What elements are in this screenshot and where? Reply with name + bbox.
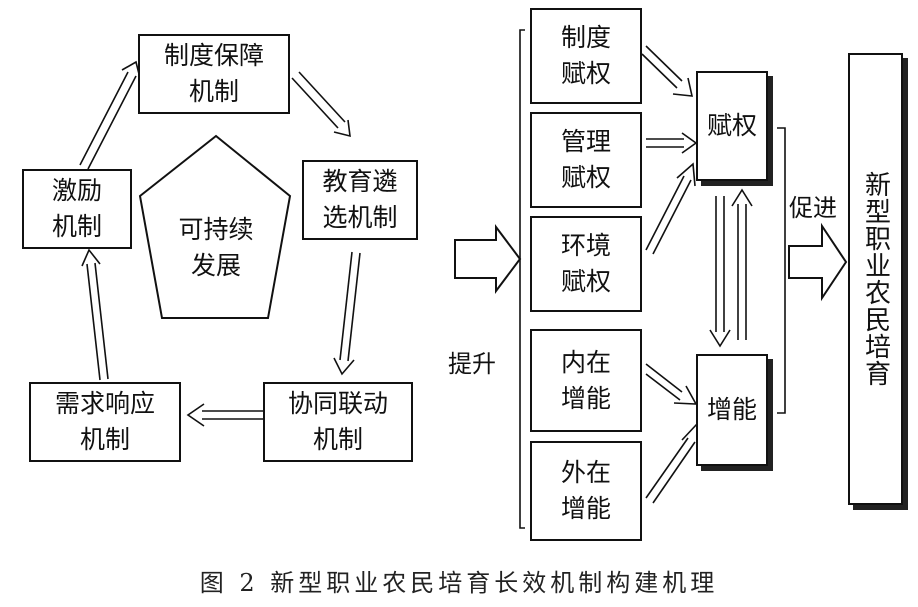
sustainable-development-pentagon [138,134,292,319]
upgrade-label: 提升 [448,350,496,378]
management-empowerment-box: 管理 赋权 [530,112,642,208]
right-bracket [777,127,786,414]
arrow-empower-to-capacity [709,196,731,348]
upgrade-block-arrow [454,224,522,294]
arrow-guarantee-to-education [291,71,351,138]
incentive-mechanism-box: 激励 机制 [22,169,132,249]
demand-response-mechanism-box: 需求响应 机制 [29,382,181,462]
sustainable-development-label: 可持续 发展 [178,215,254,280]
system-guarantee-mechanism-box: 制度保障 机制 [138,34,290,114]
left-bracket [519,29,525,529]
arrow-coordination-to-demand [186,403,264,427]
arrow-capacity-to-empower [731,188,753,340]
arrow-institutional-to-empower [641,45,694,97]
arrow-internal-to-capacity [645,363,698,405]
arrow-demand-to-incentive [81,248,109,381]
figure-caption: 图 2 新型职业农民培育长效机制构建机理 [199,569,719,597]
arrow-incentive-to-guarantee [79,60,141,170]
new-professional-farmer-cultivation-box: 新型职业农民培育 [848,53,903,505]
environment-empowerment-box: 环境 赋权 [530,216,642,312]
empowerment-result-box: 赋权 [696,71,768,181]
external-capacity-box: 外在 增能 [530,441,642,541]
promote-label: 促进 [789,194,837,222]
capacity-result-box: 增能 [696,354,768,466]
arrow-management-to-empower [646,132,698,154]
institutional-empowerment-box: 制度 赋权 [530,8,642,104]
arrow-environment-to-empower [645,162,696,255]
arrow-external-to-capacity [645,422,701,504]
education-selection-mechanism-box: 教育遴 选机制 [302,160,418,240]
promote-block-arrow [788,222,848,302]
arrow-education-to-coordination [333,251,361,376]
internal-capacity-box: 内在 增能 [530,329,642,432]
coordination-linkage-mechanism-box: 协同联动 机制 [263,382,413,462]
